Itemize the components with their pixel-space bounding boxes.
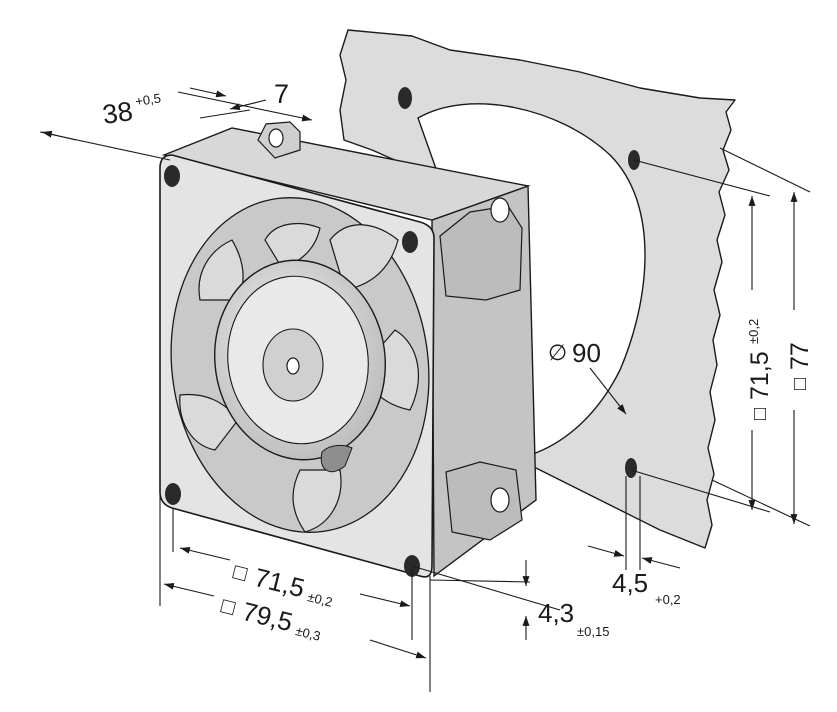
dim-front-outer-prefix: □ — [219, 593, 238, 620]
dim-front-outer-tol: ±0,3 — [294, 623, 322, 644]
dim-hole-front-value: 4,3 — [538, 598, 574, 628]
dim-plate-holes-prefix: □ — [749, 408, 771, 420]
dim-hole-front-tol: ±0,15 — [577, 624, 609, 639]
dim-plate-holes-tol: ±0,2 — [746, 319, 761, 344]
dim-plate-size-prefix: □ — [789, 378, 811, 390]
dim-depth-value: 38 — [101, 96, 135, 130]
dim-cutout-prefix: ∅ — [548, 340, 567, 365]
front-hole-bottom-left — [165, 483, 181, 505]
dim-plate-size-value: 77 — [786, 342, 814, 370]
dim-plate-holes-value: 71,5 — [746, 351, 774, 400]
plate-hole-bottom-right — [625, 458, 637, 478]
dim-hole-plate-value: 4,5 — [612, 568, 648, 598]
dim-front-holes-tol: ±0,2 — [306, 589, 334, 610]
front-hole-top-right — [402, 231, 418, 253]
fan-hub — [213, 259, 387, 473]
dim-flange-value: 7 — [274, 79, 289, 109]
dimension-lines — [39, 87, 811, 692]
dim-front-outer-value: 79,5 — [239, 596, 295, 637]
dim-cutout-value: 90 — [572, 338, 601, 368]
dim-front-holes-value: 71,5 — [251, 562, 307, 603]
dim-hole-plate-tol: +0,2 — [655, 592, 681, 607]
plate-hole-top-left — [398, 87, 412, 109]
fan-blades — [179, 222, 419, 533]
dim-front-holes-prefix: □ — [231, 559, 250, 586]
dim-depth-tol: +0,5 — [134, 91, 162, 109]
front-hole-top-left — [164, 165, 180, 187]
